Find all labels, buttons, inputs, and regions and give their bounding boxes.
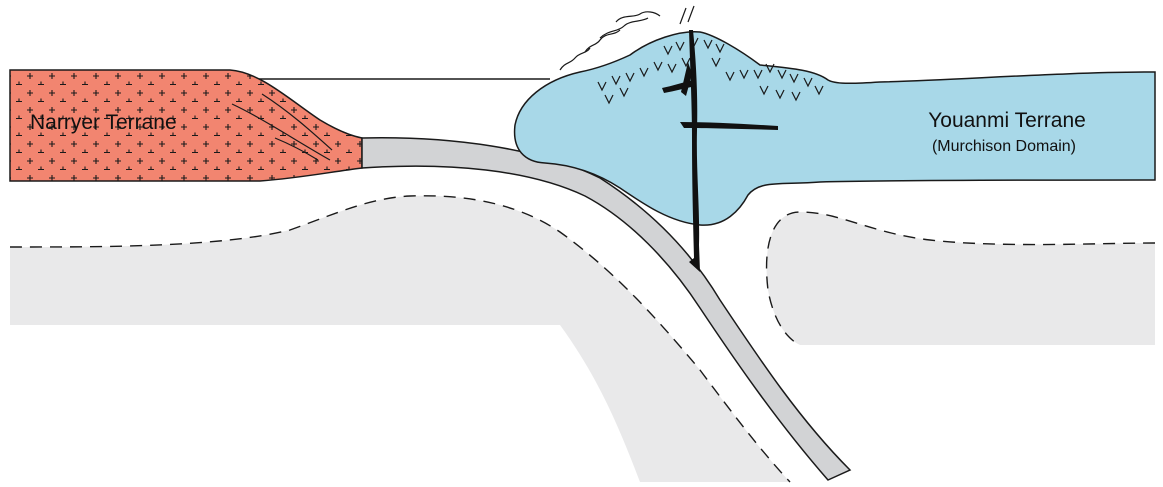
magma-conduit bbox=[662, 30, 778, 272]
youanmi-terrane bbox=[513, 31, 1156, 226]
shear-line bbox=[231, 103, 331, 161]
volcanic-plume-lines bbox=[559, 5, 695, 71]
shear-line bbox=[274, 137, 319, 161]
lithosphere-right bbox=[765, 211, 1156, 346]
youanmi-terrane-label: Youanmi Terrane bbox=[928, 109, 1086, 132]
narryer-terrane-label: Narryer Terrane bbox=[30, 111, 177, 134]
subducting-slab bbox=[361, 137, 852, 481]
volcanic-v-symbols bbox=[597, 37, 824, 105]
shear-line bbox=[261, 93, 333, 151]
lithosphere-left bbox=[9, 195, 791, 483]
narryer-terrane bbox=[9, 69, 363, 182]
youanmi-terrane-sublabel: (Murchison Domain) bbox=[932, 138, 1076, 155]
